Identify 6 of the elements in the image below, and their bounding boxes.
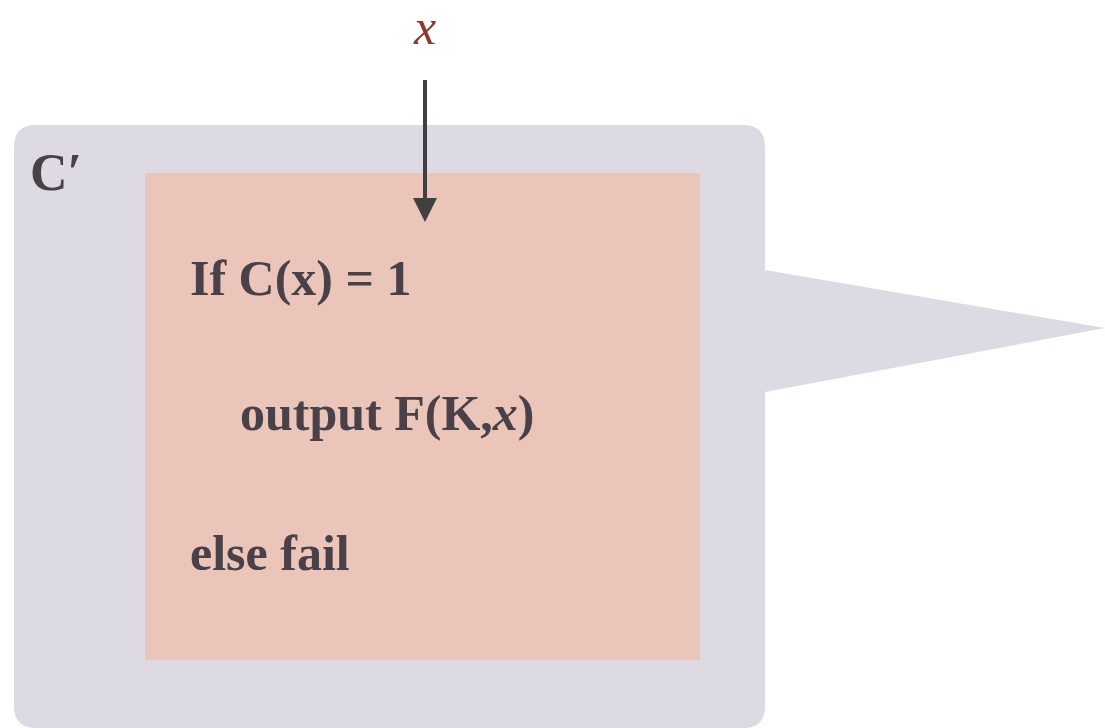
code-line: else fail [190, 528, 350, 578]
speech-bubble [14, 125, 1105, 728]
variable-label: x [412, 2, 438, 52]
bubble-title: C′ [30, 147, 83, 199]
code-box [145, 173, 700, 660]
arrow [413, 80, 437, 222]
